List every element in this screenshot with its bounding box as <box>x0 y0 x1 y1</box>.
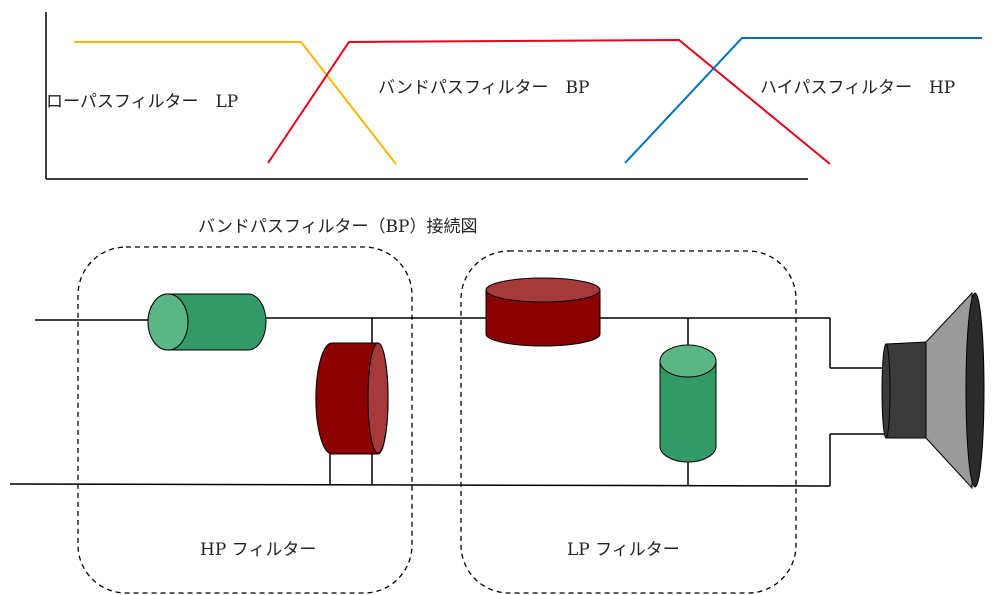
lp-curve <box>74 41 397 165</box>
lp-inductor <box>659 344 717 463</box>
bp-response-label: バンドパスフィルター BP <box>378 78 590 98</box>
hp-inductor <box>147 293 267 351</box>
hp-curve <box>624 37 982 164</box>
lp-response-label: ローパスフィルター LP <box>46 92 239 112</box>
circuit-title: バンドパスフィルター（BP）接続図 <box>198 217 478 237</box>
lp-capacitor <box>485 277 601 347</box>
hp-filter-group <box>77 246 413 594</box>
hp-capacitor <box>315 342 389 455</box>
bp-curve <box>267 38 831 165</box>
hp-response-label: ハイパスフィルター HP <box>760 78 956 98</box>
lp-filter-group <box>460 250 797 594</box>
hp-filter-label: HP フィルター <box>200 540 317 560</box>
circuit-diagram <box>9 246 985 594</box>
speaker <box>881 291 985 490</box>
lp-filter-label: LP フィルター <box>567 540 680 560</box>
response-chart <box>45 12 982 180</box>
wires <box>9 317 887 487</box>
